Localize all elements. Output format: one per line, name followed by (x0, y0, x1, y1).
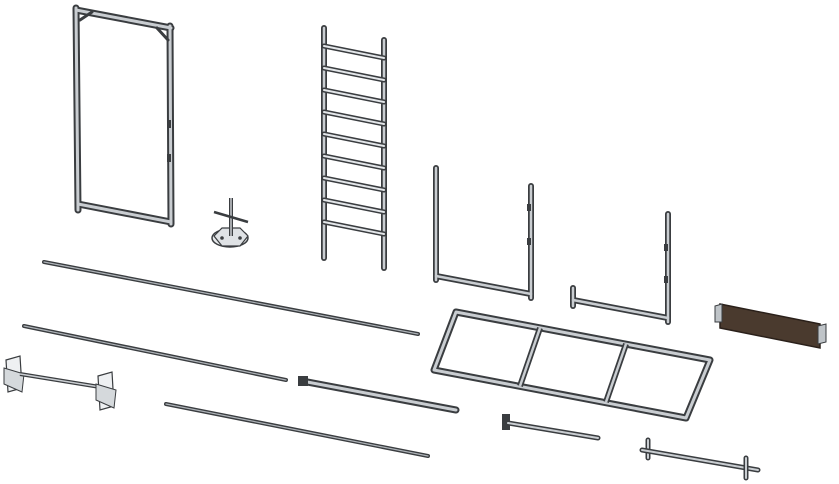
toe-board (714, 303, 827, 349)
stabiliser-foot (3, 355, 117, 411)
clamp-tube (502, 414, 601, 441)
adjustable-leg (639, 437, 761, 481)
end-frame-short (433, 165, 534, 301)
platform-frame (430, 308, 714, 422)
base-jack (211, 198, 249, 248)
diagonal-brace-long-3 (164, 402, 430, 458)
end-frame-low (570, 211, 671, 325)
diagonal-brace-long-1 (42, 260, 420, 336)
ladder (321, 25, 387, 271)
telescopic-tube (298, 376, 460, 414)
diagonal-brace-long-2 (22, 324, 288, 382)
end-frame-tall (72, 4, 175, 228)
